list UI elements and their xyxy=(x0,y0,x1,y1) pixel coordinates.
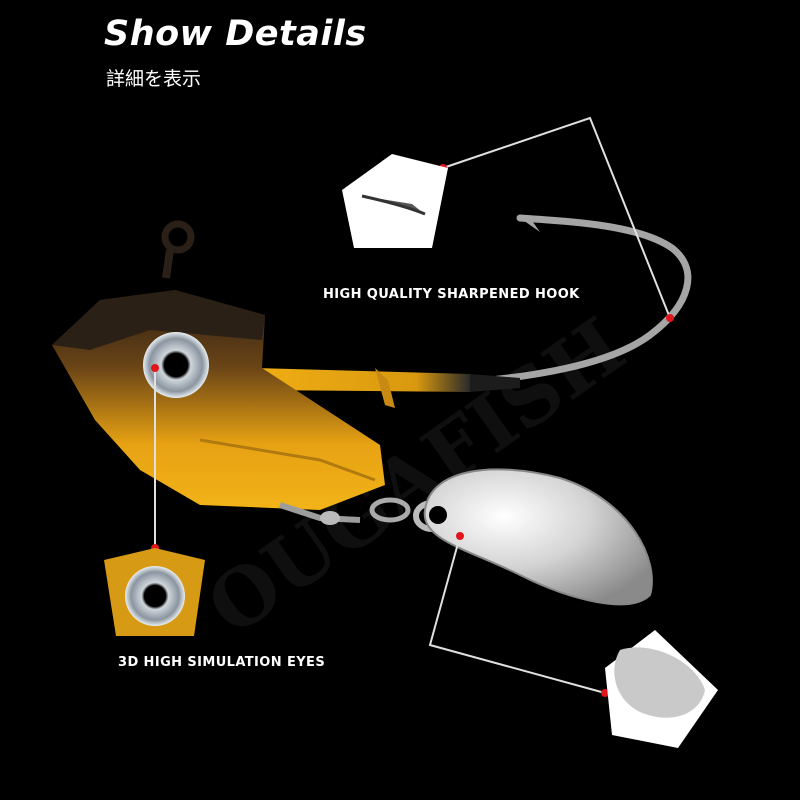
page-subtitle: 詳細を表示 xyxy=(106,68,202,90)
hook-shank xyxy=(255,368,470,392)
jig-head xyxy=(52,290,385,510)
detail-pentagon-blade xyxy=(605,630,718,748)
callout-label-eyes: 3D HIGH SIMULATION EYES xyxy=(118,655,326,670)
line-tie-eye xyxy=(161,220,195,279)
hook xyxy=(451,214,692,387)
jig-eye-icon xyxy=(143,332,209,398)
callout-label-hook: HIGH QUALITY SHARPENED HOOK xyxy=(323,287,580,302)
spinner-blade xyxy=(423,468,653,606)
callout-lines xyxy=(154,116,671,694)
detail-pentagon-hook xyxy=(342,154,448,248)
page-title: Show Details xyxy=(104,14,367,54)
detail-pentagon-eye xyxy=(104,548,205,636)
